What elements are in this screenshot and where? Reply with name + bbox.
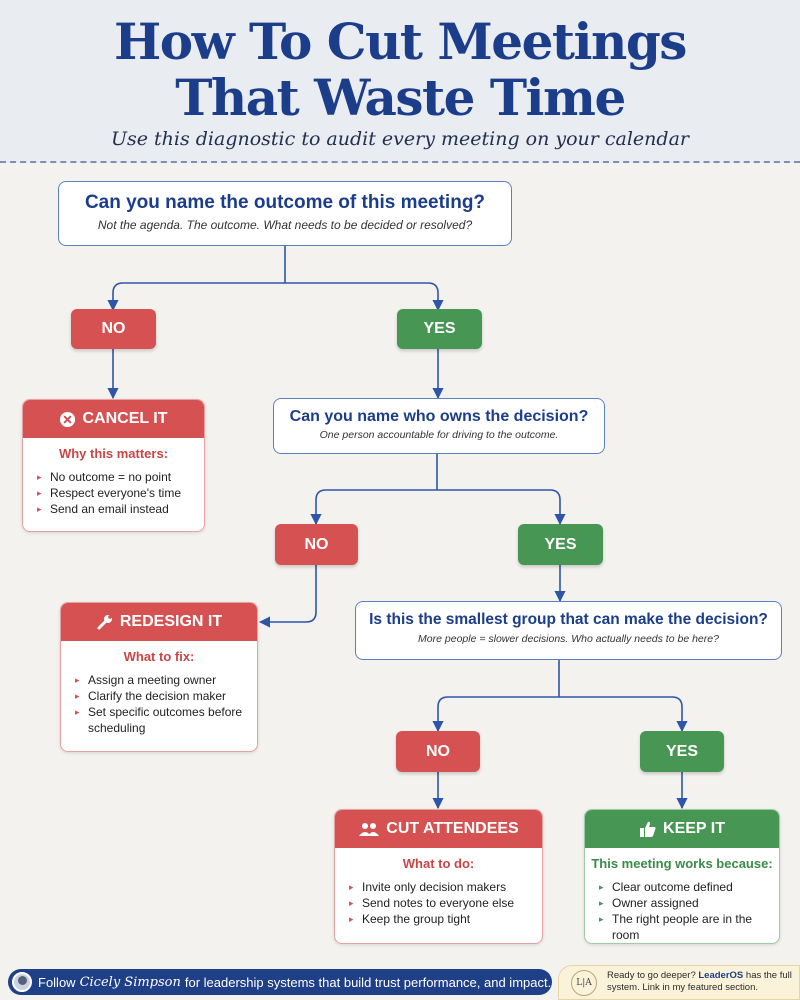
card-cut-header: CUT ATTENDEES — [335, 810, 542, 848]
question-outcome: Can you name the outcome of this meeting… — [58, 181, 512, 246]
answer-yes-2: YES — [518, 524, 603, 565]
list-item: ▸The right people are in the room — [599, 912, 753, 942]
cta-brand[interactable]: LeaderOS — [698, 970, 744, 981]
list-item: ▸No outcome = no point — [37, 470, 172, 484]
question-owner: Can you name who owns the decision? One … — [273, 398, 605, 454]
answer-yes-1: YES — [397, 309, 482, 349]
list-item: ▸Invite only decision makers — [349, 880, 507, 894]
cta-banner[interactable]: L|A Ready to go deeper? LeaderOS has the… — [558, 965, 800, 1000]
question-owner-title: Can you name who owns the decision? — [289, 408, 589, 425]
list-item: ▸Send an email instead — [37, 502, 169, 516]
avatar — [12, 972, 32, 992]
card-keep-title: KEEP IT — [663, 820, 725, 837]
card-cut-attendees: CUT ATTENDEES What to do: ▸Invite only d… — [334, 809, 543, 944]
bullet-arrow-icon: ▸ — [37, 504, 42, 514]
card-cancel: CANCEL IT Why this matters: ▸No outcome … — [22, 399, 205, 532]
x-circle-icon — [59, 411, 76, 428]
header-band — [0, 0, 800, 163]
card-redesign-header: REDESIGN IT — [61, 603, 257, 641]
bullet-arrow-icon: ▸ — [75, 675, 80, 685]
bullet-arrow-icon: ▸ — [75, 691, 80, 701]
footer: Follow Cicely Simpson for leadership sys… — [0, 965, 800, 1000]
question-outcome-title: Can you name the outcome of this meeting… — [84, 192, 486, 213]
card-cancel-header: CANCEL IT — [23, 400, 204, 438]
bullet-arrow-icon: ▸ — [599, 914, 604, 924]
list-item: ▸Clear outcome defined — [599, 880, 733, 894]
cta-text: Ready to go deeper? LeaderOS has the ful… — [607, 970, 797, 994]
leaderos-logo: L|A — [571, 970, 597, 996]
list-item: ▸Keep the group tight — [349, 912, 471, 926]
bullet-arrow-icon: ▸ — [349, 882, 354, 892]
bullet-arrow-icon: ▸ — [349, 898, 354, 908]
q2-no-arrow — [258, 565, 317, 628]
question-owner-sub: One person accountable for driving to th… — [319, 429, 559, 441]
bullet-arrow-icon: ▸ — [599, 882, 604, 892]
card-keep-sub: This meeting works because: — [591, 856, 773, 871]
q3-branch-line — [437, 660, 683, 730]
q2-branch-line — [315, 454, 561, 523]
q1-branch-line — [112, 246, 439, 309]
follow-suffix: for leadership systems that build trust … — [184, 974, 552, 990]
page-subtitle: Use this diagnostic to audit every meeti… — [110, 128, 689, 150]
card-redesign-title: REDESIGN IT — [119, 613, 223, 630]
cta-suffix: has the full system. Link in my featured… — [607, 970, 792, 993]
list-item: ▸Assign a meeting owner — [75, 673, 217, 687]
bullet-arrow-icon: ▸ — [75, 707, 80, 717]
card-cancel-sub: Why this matters: — [58, 446, 169, 461]
list-item: ▸Respect everyone's time — [37, 486, 182, 500]
card-cancel-list: ▸No outcome = no point ▸Respect everyone… — [37, 469, 192, 517]
card-redesign-list: ▸Assign a meeting owner ▸Clarify the dec… — [75, 672, 245, 736]
page-title: How To Cut Meetings That Waste Time — [0, 14, 800, 126]
bullet-arrow-icon: ▸ — [599, 898, 604, 908]
thumbs-up-icon — [639, 820, 657, 838]
card-cut-title: CUT ATTENDEES — [386, 820, 519, 837]
card-cut-list: ▸Invite only decision makers ▸Send notes… — [349, 879, 530, 927]
wrench-icon — [96, 613, 114, 631]
answer-no-2: NO — [275, 524, 358, 565]
follow-name[interactable]: Cicely Simpson — [79, 974, 181, 990]
bullet-arrow-icon: ▸ — [349, 914, 354, 924]
card-keep-header: KEEP IT — [585, 810, 779, 848]
card-cancel-title: CANCEL IT — [82, 410, 168, 427]
answer-no-1: NO — [71, 309, 156, 349]
question-outcome-sub: Not the agenda. The outcome. What needs … — [97, 218, 473, 232]
list-item: ▸Set specific outcomes before scheduling — [75, 705, 243, 735]
answer-no-3: NO — [396, 731, 480, 772]
question-group-size: Is this the smallest group that can make… — [355, 601, 782, 660]
card-keep-it: KEEP IT This meeting works because: ▸Cle… — [584, 809, 780, 944]
answer-yes-3: YES — [640, 731, 724, 772]
card-keep-list: ▸Clear outcome defined ▸Owner assigned ▸… — [599, 879, 767, 943]
card-redesign: REDESIGN IT What to fix: ▸Assign a meeti… — [60, 602, 258, 752]
bullet-arrow-icon: ▸ — [37, 472, 42, 482]
question-group-size-sub: More people = slower decisions. Who actu… — [418, 633, 719, 645]
cta-prefix: Ready to go deeper? — [607, 970, 696, 981]
card-cut-sub: What to do: — [402, 856, 475, 871]
card-redesign-sub: What to fix: — [123, 649, 195, 664]
follow-prefix: Follow — [38, 974, 76, 990]
question-group-size-title: Is this the smallest group that can make… — [369, 611, 768, 628]
list-item: ▸Clarify the decision maker — [75, 689, 227, 703]
title-line-1: How To Cut Meetings — [114, 12, 687, 71]
bullet-arrow-icon: ▸ — [37, 488, 42, 498]
follow-banner[interactable]: Follow Cicely Simpson for leadership sys… — [8, 969, 552, 995]
people-icon — [358, 821, 380, 837]
title-line-2: That Waste Time — [175, 68, 626, 127]
list-item: ▸Send notes to everyone else — [349, 896, 515, 910]
list-item: ▸Owner assigned — [599, 896, 699, 910]
